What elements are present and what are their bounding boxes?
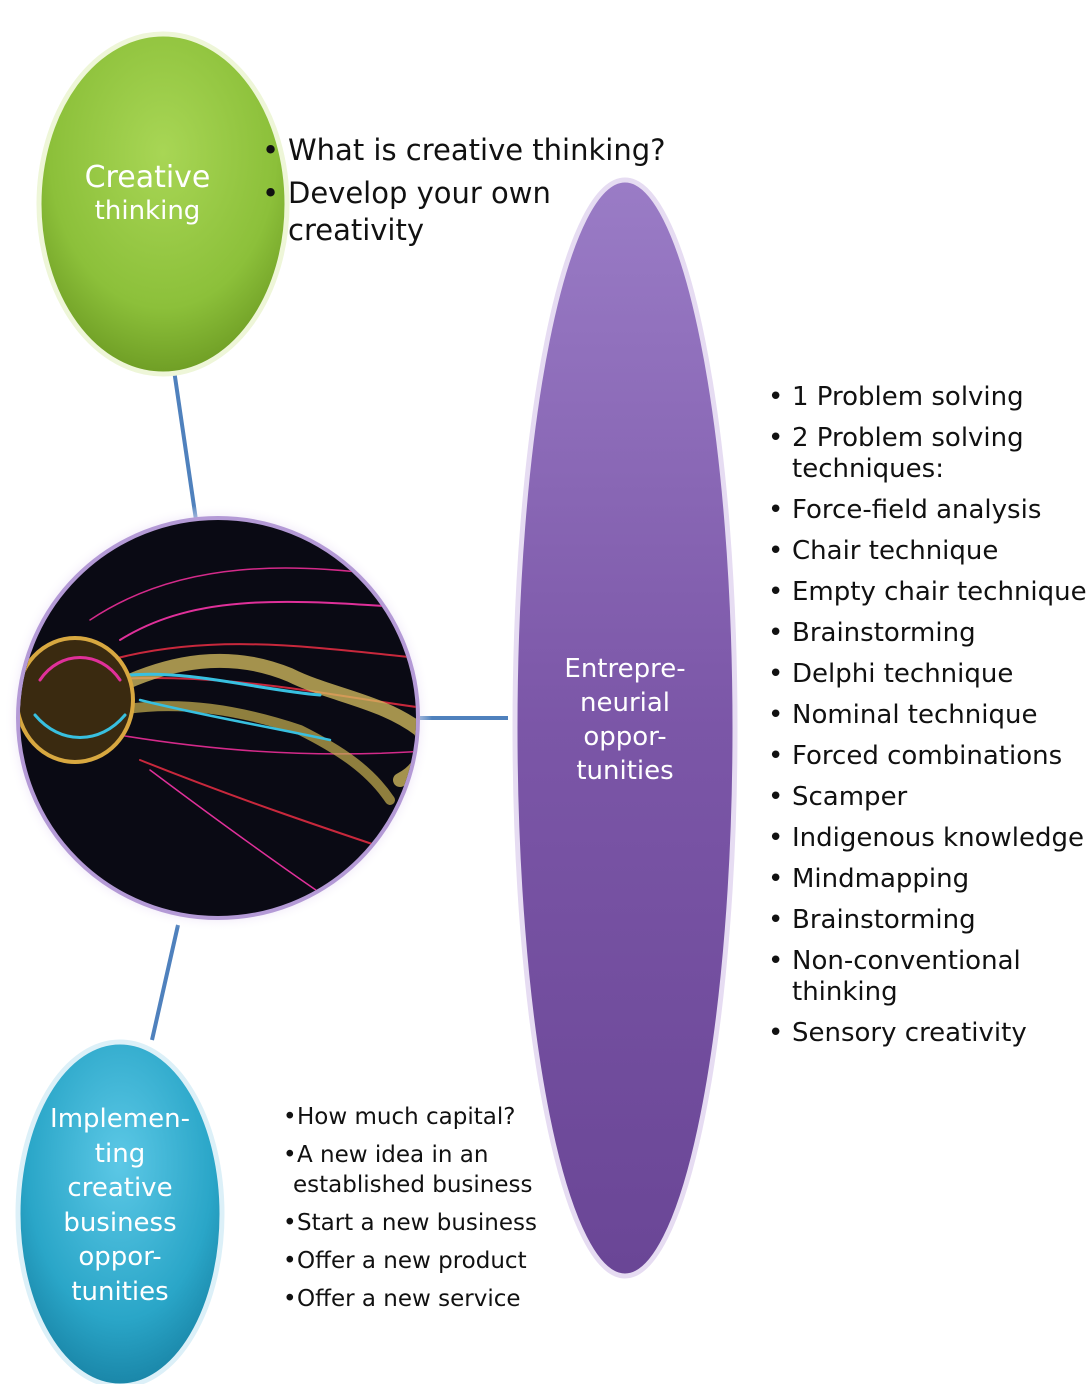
list-item: • Mindmapping	[768, 864, 1087, 895]
bullet-dot: •	[768, 823, 784, 853]
list-item: • Sensory creativity	[768, 1018, 1087, 1049]
bullet-text: techniques:	[792, 454, 944, 484]
creative-label-line2: thinking	[94, 196, 201, 226]
bullet-text: How much capital?	[297, 1104, 516, 1130]
bullet-text: thinking	[792, 977, 898, 1007]
bullet-dot: •	[768, 577, 784, 607]
creative-thinking-label: Creative thinking	[60, 160, 235, 227]
list-item: • Forced combinations	[768, 741, 1087, 772]
bullet-text: Mindmapping	[792, 864, 970, 894]
jellyfish-image	[4, 504, 432, 932]
bullet-dot: •	[768, 618, 784, 648]
bullet-text: established business	[293, 1172, 533, 1198]
list-item: • Offer a new service	[283, 1284, 537, 1314]
bullet-dot: •	[283, 1142, 297, 1168]
bullet-text: Offer a new product	[297, 1248, 527, 1274]
bullet-dot: •	[768, 700, 784, 730]
connector-creative-to-hub	[172, 369, 198, 521]
bullet-text: Indigenous knowledge	[792, 823, 1084, 853]
bullet-text: Brainstorming	[792, 905, 976, 935]
list-item: • Offer a new product	[283, 1246, 537, 1276]
implementing-bullets: • How much capital? • A new idea in an e…	[283, 1102, 537, 1314]
list-item: • Brainstorming	[768, 618, 1087, 649]
bullet-dot: •	[283, 1286, 297, 1312]
list-item: • 2 Problem solving	[768, 423, 1087, 454]
bullet-dot: •	[262, 176, 280, 210]
bullet-text: Nominal technique	[792, 700, 1038, 730]
implementing-label-line: ting	[94, 1138, 146, 1169]
bullet-text: 2 Problem solving	[792, 423, 1024, 453]
bullet-dot: •	[768, 536, 784, 566]
list-item: • Brainstorming	[768, 905, 1087, 936]
entrepreneurial-label-line: oppor-	[583, 722, 667, 752]
list-item: • Delphi technique	[768, 659, 1087, 690]
list-item: • Indigenous knowledge	[768, 823, 1087, 854]
list-item: • Chair technique	[768, 536, 1087, 567]
bullet-text: Forced combinations	[792, 741, 1063, 771]
list-item: • What is creative thinking?	[262, 132, 666, 169]
bullet-text: Force-field analysis	[792, 495, 1042, 525]
list-item: • Scamper	[768, 782, 1087, 813]
implementing-label-line: tunities	[71, 1276, 169, 1307]
bullet-dot: •	[768, 495, 784, 525]
implementing-label: Implemen- ting creative business oppor- …	[20, 1102, 220, 1309]
bullet-dot: •	[283, 1210, 297, 1236]
entrepreneurial-label-line: neurial	[579, 688, 671, 718]
implementing-node	[15, 1039, 225, 1384]
creative-label-line1: Creative	[84, 160, 211, 195]
list-item: • A new idea in an	[283, 1140, 537, 1170]
bullet-text: Delphi technique	[792, 659, 1014, 689]
bullet-text: Develop your own	[288, 176, 551, 210]
bullet-dot: •	[768, 946, 784, 976]
implementing-label-line: business	[63, 1207, 177, 1238]
list-item: • Start a new business	[283, 1208, 537, 1238]
list-item: • Empty chair technique	[768, 577, 1087, 608]
connector-hub-to-implementing	[150, 924, 180, 1041]
bullet-dot: •	[768, 1018, 784, 1048]
entrepreneurial-opportunities-bullets: • 1 Problem solving • 2 Problem solving …	[768, 382, 1087, 1049]
entrepreneurial-label-line: Entrepre-	[564, 654, 686, 684]
list-item: • How much capital?	[283, 1102, 537, 1132]
list-item-continuation: thinking	[768, 977, 1087, 1008]
bullet-dot: •	[283, 1104, 297, 1130]
list-item-continuation: established business	[283, 1170, 537, 1200]
implementing-label-line: oppor-	[78, 1242, 162, 1272]
bullet-dot: •	[768, 905, 784, 935]
bullet-text: Chair technique	[792, 536, 999, 566]
list-item-continuation: techniques:	[768, 454, 1087, 485]
list-item: • Non-conventional	[768, 946, 1087, 977]
bullet-text: What is creative thinking?	[288, 133, 666, 167]
implementing-label-line: Implemen-	[50, 1104, 190, 1134]
bullet-dot: •	[768, 864, 784, 894]
bullet-dot: •	[768, 659, 784, 689]
creative-thinking-bullets: • What is creative thinking? • Develop y…	[262, 132, 666, 249]
bullet-text: 1 Problem solving	[792, 382, 1024, 412]
bullet-dot: •	[768, 741, 784, 771]
implementing-label-line: creative	[67, 1173, 173, 1203]
bullet-text: A new idea in an	[297, 1142, 489, 1168]
list-item: • 1 Problem solving	[768, 382, 1087, 413]
bullet-dot: •	[768, 423, 784, 453]
bullet-dot: •	[262, 133, 280, 167]
list-item: • Develop your own	[262, 175, 666, 212]
list-item-continuation: creativity	[262, 212, 666, 249]
bullet-text: Sensory creativity	[792, 1018, 1027, 1048]
entrepreneurial-opportunities-label: Entrepre- neurial oppor- tunities	[545, 652, 705, 788]
bullet-text: Offer a new service	[297, 1286, 521, 1312]
bullet-text: Start a new business	[297, 1210, 537, 1236]
bullet-dot: •	[768, 382, 784, 412]
entrepreneurial-label-line: tunities	[576, 756, 674, 786]
bullet-dot: •	[768, 782, 784, 812]
bullet-text: Non-conventional	[792, 946, 1021, 976]
bullet-text: Empty chair technique	[792, 577, 1087, 607]
list-item: • Nominal technique	[768, 700, 1087, 731]
entrepreneurial-opportunities-node	[512, 177, 738, 1279]
list-item: • Force-field analysis	[768, 495, 1087, 526]
bullet-text: creativity	[288, 213, 425, 247]
creative-thinking-node	[36, 31, 290, 377]
bullet-text: Scamper	[792, 782, 908, 812]
bullet-dot: •	[283, 1248, 297, 1274]
bullet-text: Brainstorming	[792, 618, 976, 648]
